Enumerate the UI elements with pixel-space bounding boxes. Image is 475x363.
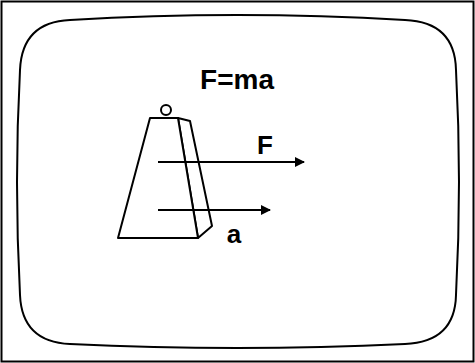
acceleration-arrow (158, 209, 270, 211)
equation-text: F=ma (200, 66, 274, 94)
force-arrow (158, 161, 304, 163)
weight-front (118, 118, 198, 238)
force-label: F (257, 132, 273, 158)
weight-figure (118, 105, 212, 238)
weight-ring (161, 105, 171, 115)
acceleration-label: a (227, 221, 241, 247)
screen-frame (17, 15, 459, 348)
